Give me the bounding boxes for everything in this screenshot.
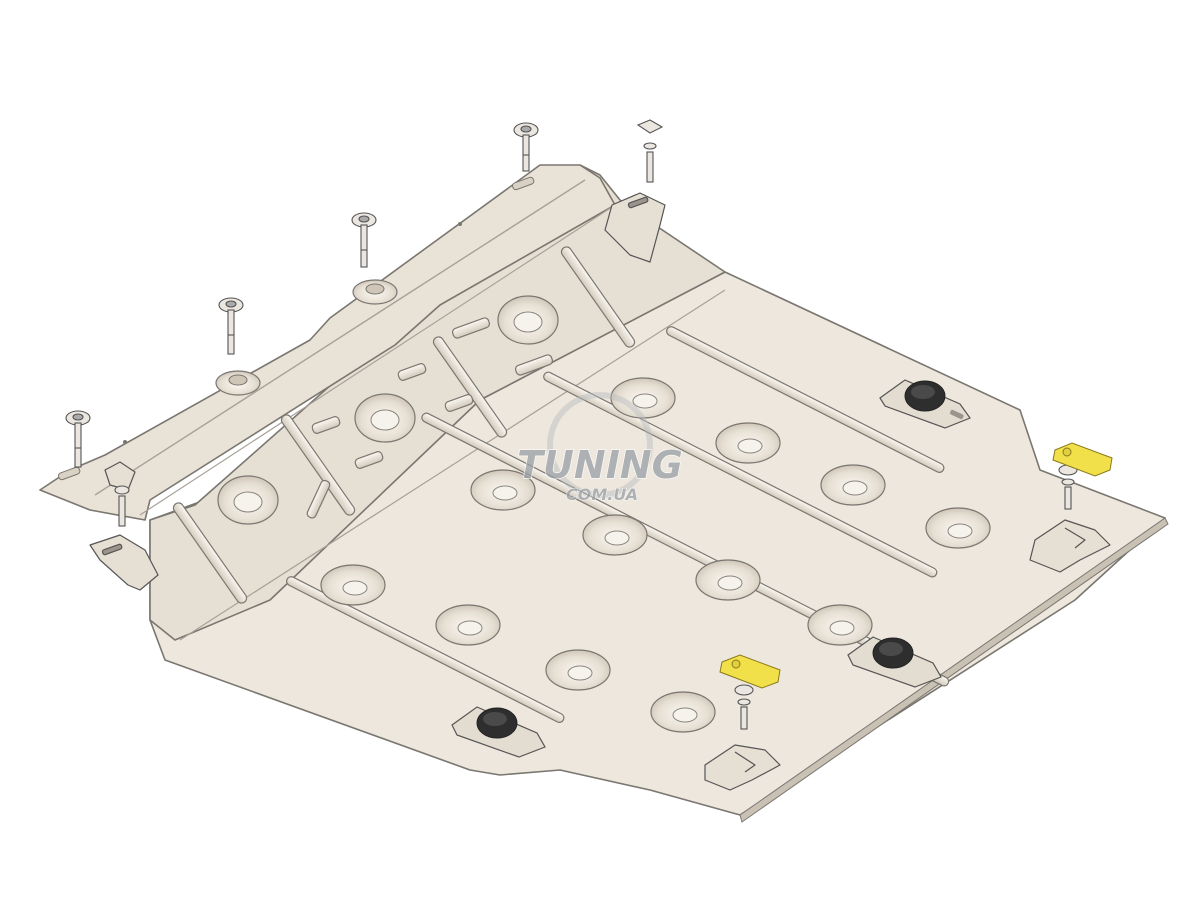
bolt-icon: [351, 212, 377, 268]
dimple: [925, 507, 991, 549]
bolt-icon: [513, 122, 539, 172]
clip-nut-icon: [1052, 442, 1113, 477]
long-rib: [666, 326, 945, 473]
rib: [280, 414, 356, 516]
bolts: [65, 119, 1078, 730]
dimple: [695, 559, 761, 601]
flange-hole: [458, 222, 462, 226]
rubber-mounts: [451, 379, 971, 758]
flange-bend-line: [94, 179, 586, 496]
vent-dimple: [233, 491, 263, 513]
clip-nut-icon: [719, 654, 781, 689]
flange-dimple: [365, 283, 385, 295]
watermark-domain: COM.UA: [566, 485, 638, 504]
bracket-icon: [89, 534, 159, 591]
dimple: [320, 564, 386, 606]
dimple: [582, 514, 648, 556]
bracket-icon: [704, 744, 781, 791]
dimple: [435, 604, 501, 646]
clip-nuts: [719, 442, 1113, 689]
bolt-icon: [734, 684, 754, 730]
long-rib: [286, 576, 565, 723]
rib: [560, 246, 636, 348]
plate-seam-line: [179, 289, 726, 641]
plate-edge: [739, 517, 1169, 823]
dimple: [715, 422, 781, 464]
dimple: [610, 377, 676, 419]
watermark-brand: TUNING: [517, 443, 683, 487]
front-vents: [217, 295, 559, 525]
bolt-icon: [65, 410, 91, 468]
rib-slot: [444, 394, 474, 412]
bracket-icon: [1029, 519, 1111, 573]
flange-dimple: [228, 374, 248, 386]
watermark-wheel-icon: [547, 392, 653, 498]
rib: [432, 336, 508, 438]
bracket-icon: [104, 461, 136, 491]
rib-slot: [451, 317, 491, 339]
rib: [172, 502, 248, 604]
watermark: TUNING COM.UA: [516, 392, 684, 505]
flange-hole: [123, 440, 127, 444]
rib-slot: [306, 479, 331, 519]
dimple: [545, 649, 611, 691]
dimple: [470, 469, 536, 511]
brackets: [89, 192, 1111, 791]
bolt-icon: [218, 297, 244, 355]
bolt-icon: [114, 485, 130, 527]
main-dimples: [320, 377, 991, 733]
rib-slot: [354, 451, 384, 469]
bracket-icon: [604, 192, 666, 263]
rubber-mount-icon: [451, 706, 546, 758]
flange-slot: [57, 466, 81, 481]
vent-dimple: [513, 311, 543, 333]
flange-slot: [511, 176, 535, 191]
rib-slot: [311, 416, 341, 434]
rubber-mount-icon: [879, 379, 971, 429]
rib-slot: [397, 363, 427, 381]
flange-bend-line-2: [139, 204, 616, 516]
front-ribs: [172, 246, 636, 604]
dimple: [820, 464, 886, 506]
dimple: [650, 691, 716, 733]
long-rib: [543, 371, 938, 578]
vent-dimple: [370, 409, 400, 431]
bolt-icon: [636, 119, 664, 183]
dimple: [807, 604, 873, 646]
rubber-mount-icon: [847, 636, 942, 688]
rib-slot: [514, 354, 554, 376]
